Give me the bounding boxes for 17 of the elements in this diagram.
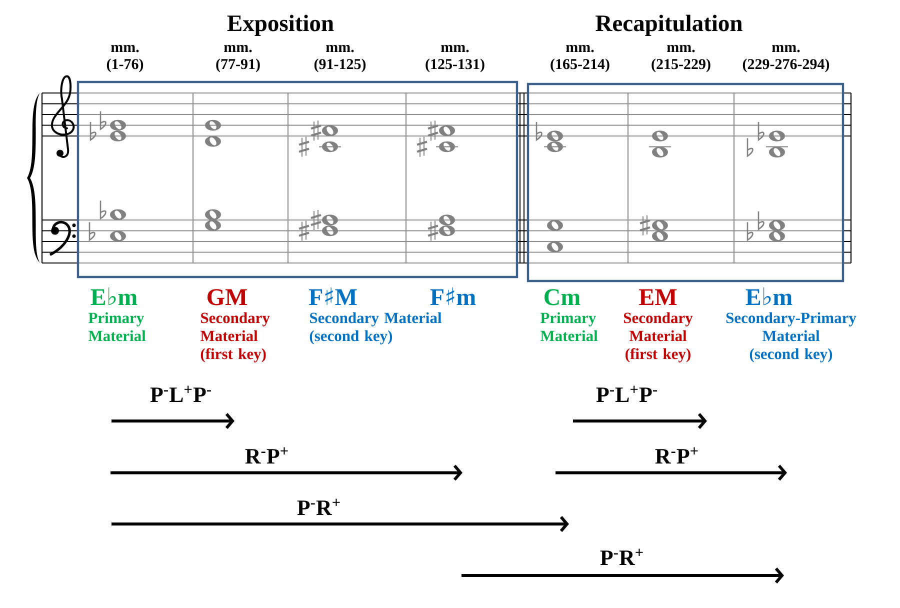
material-label: Primary Material [88, 312, 146, 342]
transformation-label: R$^{-}$P$^{+}$ [655, 447, 698, 464]
key-label: F♯m [430, 287, 476, 305]
material-label: Secondary Material (first key) [200, 312, 270, 362]
key-label: Cm [544, 289, 580, 306]
transformation-label: P$^{-}$L$^{+}$P$^{-}$ [596, 386, 657, 402]
material-label: Secondary Material (first key) [624, 312, 693, 362]
material-label: Secondary-Primary Material (second key) [726, 312, 856, 362]
section-heading: Exposition [227, 14, 334, 36]
material-label: Secondary Material (second key) [310, 312, 442, 344]
transformation-label: R$^{-}$P$^{+}$ [245, 447, 288, 464]
transformation-label: P$^{-}$R$^{+}$ [600, 548, 643, 565]
measure-label: mm. (165-214) [550, 44, 610, 72]
transformation-label: P$^{-}$R$^{+}$ [297, 498, 340, 515]
material-label: Primary Material [540, 312, 598, 342]
transformation-label: P$^{-}$L$^{+}$P$^{-}$ [150, 386, 211, 402]
section-heading: Recapitulation [596, 14, 742, 36]
